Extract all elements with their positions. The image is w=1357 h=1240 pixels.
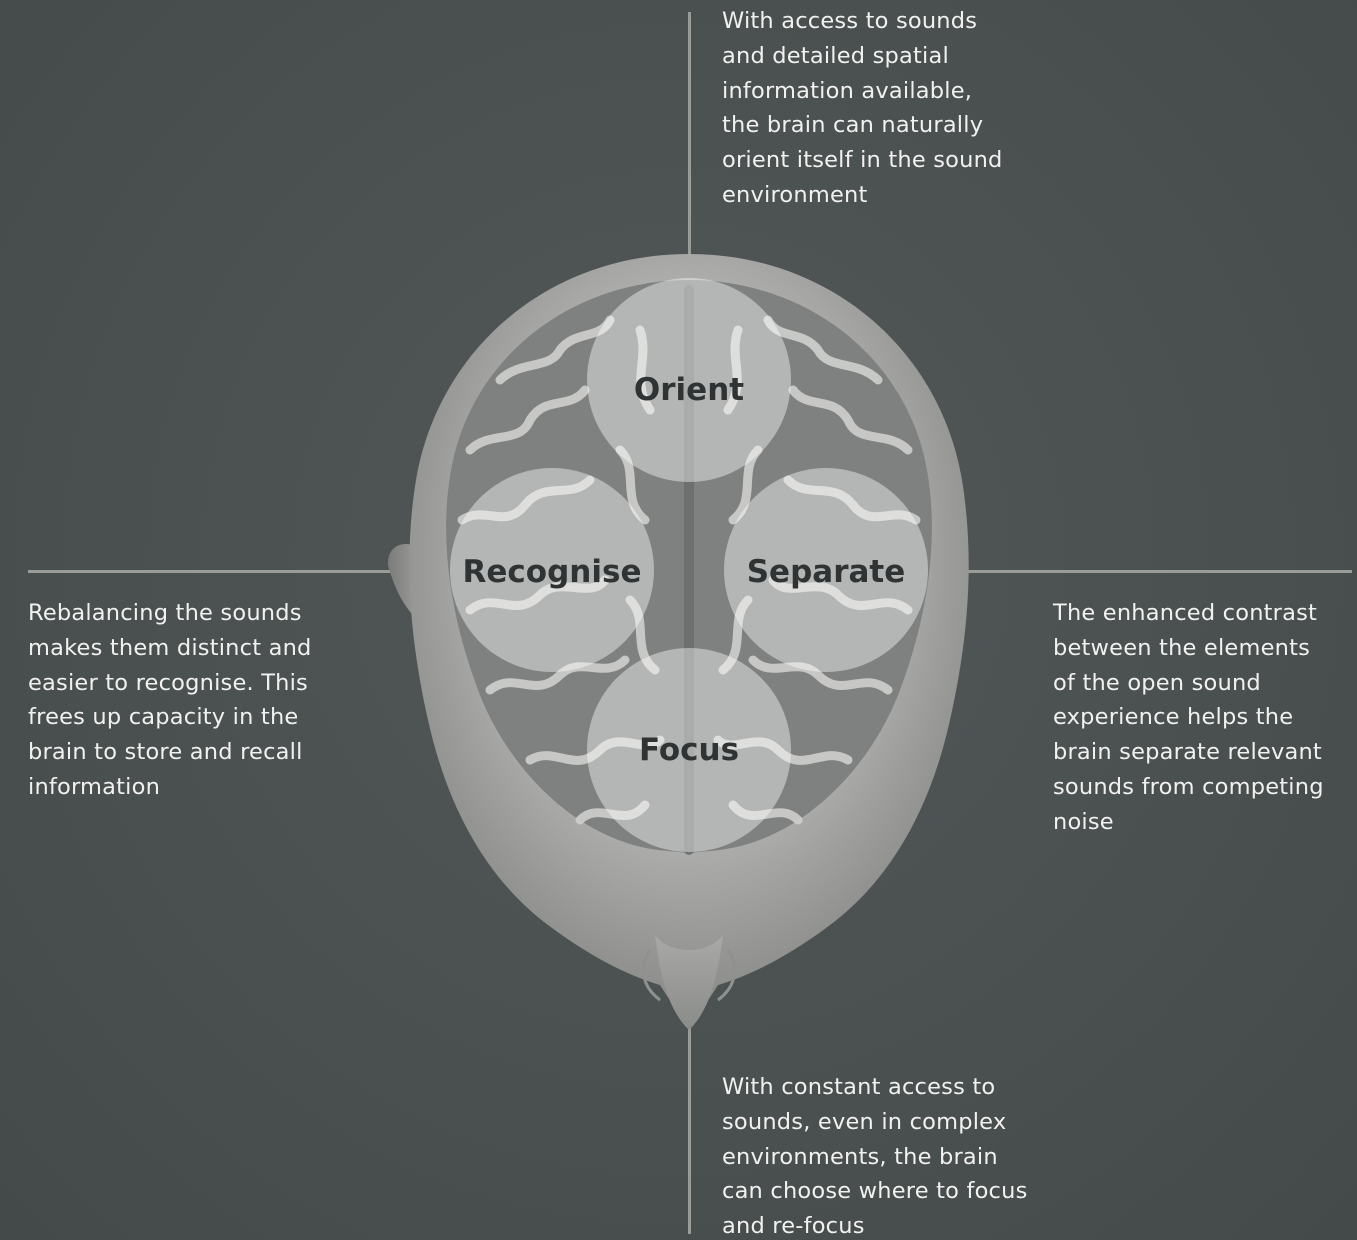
recognise-label: Recognise xyxy=(442,554,662,590)
orient-description: With access to sounds and detailed spati… xyxy=(722,4,1042,213)
separate-label: Separate xyxy=(716,554,936,590)
focus-description: With constant access to sounds, even in … xyxy=(722,1070,1062,1240)
orient-label: Orient xyxy=(579,372,799,408)
recognise-description: Rebalancing the sounds makes them distin… xyxy=(28,596,358,805)
focus-label: Focus xyxy=(579,732,799,768)
separate-description: The enhanced contrast between the elemen… xyxy=(1053,596,1353,840)
